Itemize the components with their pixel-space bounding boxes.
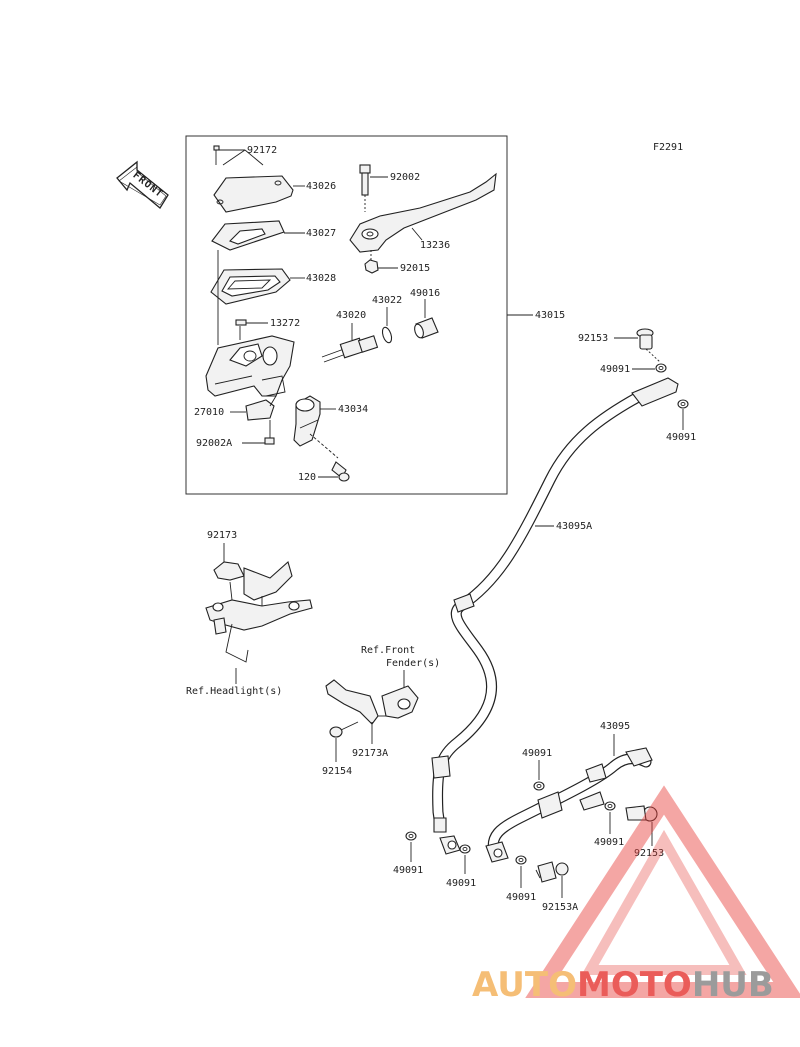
washer-49091-b3 [515,855,527,865]
label-43020: 43020 [336,310,366,321]
figure-code: F2291 [653,142,683,153]
label-92153A: 92153A [542,902,578,913]
label-49091-top-b: 49091 [666,432,696,443]
label-49091-top-a: 49091 [600,364,630,375]
banjo-bolt-92153-bottom [625,805,658,822]
svg-text:AUTOMOTOHUB: AUTOMOTOHUB [472,965,774,1005]
screw-92154 [329,721,359,738]
watermark-auto: AUTO [472,965,577,1005]
label-43034: 43034 [338,404,368,415]
label-92173: 92173 [207,530,237,541]
lever-13236 [349,172,497,253]
watermark-hub: HUB [692,965,774,1005]
label-49091-b4: 49091 [594,837,624,848]
label-92154: 92154 [322,766,352,777]
plate-43027 [211,220,285,251]
brake-hose-43095A [431,377,679,833]
label-27010: 27010 [194,407,224,418]
label-92173A: 92173A [352,748,388,759]
washer-49091-b4 [604,801,616,811]
washer-49091-mid [533,781,545,791]
washer-49091-top-a [655,363,667,373]
bolt-120 [331,461,350,482]
washer-49091-top-b [677,399,689,409]
label-13236: 13236 [420,240,450,251]
label-49016: 49016 [410,288,440,299]
washer-49091-b1 [405,831,417,841]
label-43026: 43026 [306,181,336,192]
banjo-bolt-92153A [535,861,569,883]
label-92015: 92015 [400,263,430,274]
label-43028: 43028 [306,273,336,284]
ref-front-fender-2: Fender(s) [386,658,440,669]
reservoir-cap-43026 [213,175,294,213]
label-43027: 43027 [306,228,336,239]
label-92153-bottom: 92153 [634,848,664,859]
label-120: 120 [298,472,316,483]
banjo-fitting-right [485,841,509,863]
ref-headlight: Ref.Headlight(s) [186,686,282,697]
label-49091-b2: 49091 [446,878,476,889]
watermark-moto: MOTO [577,965,692,1005]
label-43015: 43015 [535,310,565,321]
bracket-92173A [325,679,419,725]
ref-front-fender-1: Ref.Front [361,645,415,656]
banjo-fitting-left [439,835,461,855]
clip-43022 [381,326,393,344]
label-49091-b3: 49091 [506,892,536,903]
brake-hose-43095 [487,747,653,858]
label-13272: 13272 [270,318,300,329]
clamp-43034 [293,395,339,459]
label-49091-b1: 49091 [393,865,423,876]
label-92153-top: 92153 [578,333,608,344]
screw-13272 [235,319,268,340]
diaphragm-43028 [210,268,291,305]
washer-49091-b2 [459,844,471,854]
banjo-bolt-92153-top [636,328,661,363]
label-43095: 43095 [600,721,630,732]
label-92002A: 92002A [196,438,232,449]
label-92172: 92172 [247,145,277,156]
screw-92002A [264,420,275,445]
label-92002: 92002 [390,172,420,183]
label-43022: 43022 [372,295,402,306]
front-arrow-icon: FRONT [116,160,169,209]
bolt-92002 [359,164,371,212]
piston-43020 [321,335,379,363]
screw-92172 [213,145,264,166]
label-49091-mid: 49091 [522,748,552,759]
label-43095A: 43095A [556,521,592,532]
switch-27010 [245,395,277,421]
bracket-92173 [205,561,313,663]
automotohub-watermark-logo: AUTOMOTOHUB [472,785,800,1005]
master-cylinder-body [205,335,295,397]
boot-49016 [414,317,439,339]
nut-92015 [364,250,379,274]
